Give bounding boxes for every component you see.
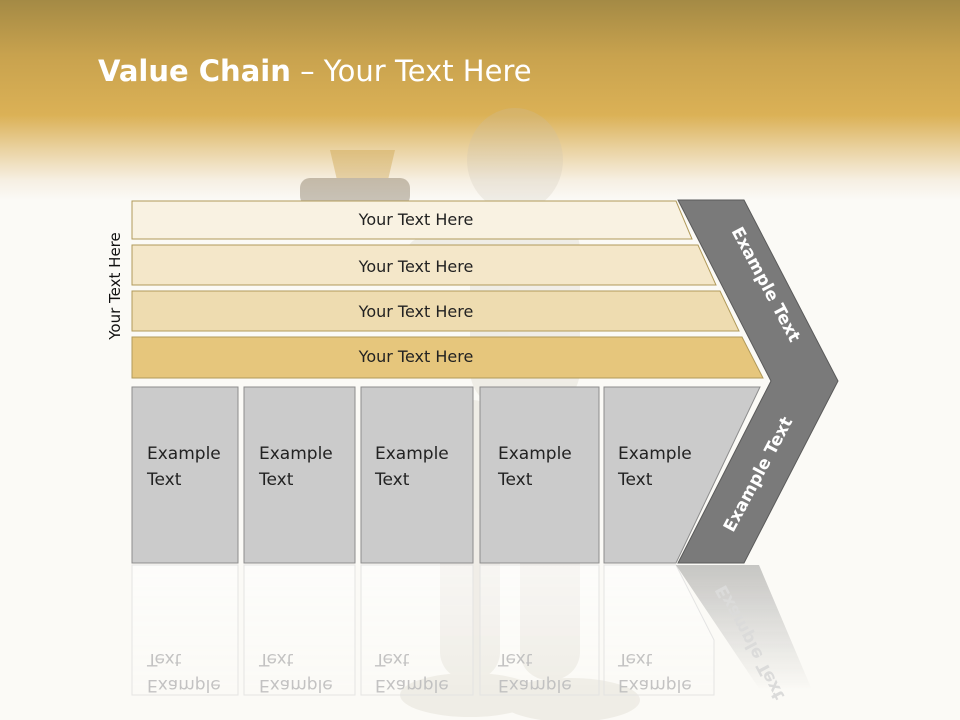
activity-box-4-line1: Example <box>498 444 572 464</box>
svg-text:Text: Text <box>497 649 533 669</box>
row-band-2 <box>131 244 717 286</box>
box-reflection <box>479 564 600 696</box>
svg-text:Example: Example <box>147 675 221 695</box>
activity-box-2 <box>243 386 356 564</box>
svg-text:Text: Text <box>146 649 182 669</box>
svg-text:Text: Text <box>258 649 294 669</box>
box-reflection <box>131 564 239 696</box>
activity-box-5-line1: Example <box>618 444 692 464</box>
activity-box-1 <box>131 386 239 564</box>
activity-box-4-line2: Text <box>497 470 533 490</box>
activity-box-4 <box>479 386 600 564</box>
arrow-reflection <box>676 565 812 690</box>
slide-title: Value Chain – Your Text Here <box>98 54 532 88</box>
box-reflection <box>603 564 715 696</box>
activity-box-5 <box>603 386 761 564</box>
activity-box-1-line2: Text <box>146 470 182 490</box>
header-band <box>0 0 960 200</box>
activity-box-3 <box>360 386 474 564</box>
row-label-1: Your Text Here <box>358 210 474 229</box>
row-label-3: Your Text Here <box>358 302 474 321</box>
title-rest: – Your Text Here <box>290 54 532 88</box>
svg-text:Example: Example <box>375 675 449 695</box>
activity-box-5-line2: Text <box>617 470 653 490</box>
row-label-2: Your Text Here <box>358 257 474 276</box>
box-reflection <box>243 564 356 696</box>
svg-text:Text: Text <box>374 649 410 669</box>
box-reflection <box>360 564 474 696</box>
reflected-box-labels: Example Text Example Text Example Text Exam… <box>146 649 692 695</box>
row-band-4 <box>131 336 764 379</box>
reflection-group: Example Text Example Text Example Text Exam… <box>131 564 812 703</box>
row-band-1 <box>131 200 693 240</box>
activity-box-3-line1: Example <box>375 444 449 464</box>
svg-text:Example: Example <box>498 675 572 695</box>
activity-box-3-line2: Text <box>374 470 410 490</box>
activity-box-2-line1: Example <box>259 444 333 464</box>
margin-chevron-arrow <box>677 199 839 564</box>
activity-box-2-line2: Text <box>258 470 294 490</box>
title-bold: Value Chain <box>98 54 291 88</box>
svg-text:Text: Text <box>617 649 653 669</box>
row-band-3 <box>131 290 740 332</box>
svg-text:Example: Example <box>259 675 333 695</box>
activity-box-1-line1: Example <box>147 444 221 464</box>
svg-text:Example: Example <box>618 675 692 695</box>
row-label-4: Your Text Here <box>358 347 474 366</box>
